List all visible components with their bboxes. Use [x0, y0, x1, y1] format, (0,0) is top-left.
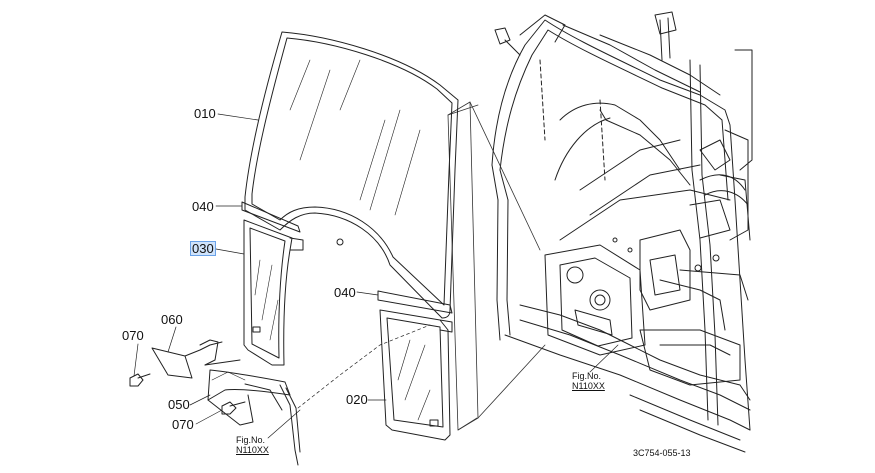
drawing-code: 3C754-055-13: [633, 448, 691, 458]
fig-ref-caption: Fig.No.: [236, 435, 266, 445]
seal-040-upper: [241, 201, 301, 233]
fig-ref-caption: Fig.No.: [572, 371, 602, 381]
fig-ref-number[interactable]: N110XX: [236, 445, 269, 455]
bolt-070-upper: [129, 373, 151, 387]
part-label-020[interactable]: 020: [346, 392, 368, 407]
lower-glass-020: [379, 309, 453, 441]
part-label-050[interactable]: 050: [168, 397, 190, 412]
part-label-010[interactable]: 010: [194, 106, 216, 121]
bracket-060: [151, 339, 241, 379]
part-label-040-lower[interactable]: 040: [334, 285, 356, 300]
door-glass-010: [244, 31, 459, 319]
bolt-070-lower: [221, 401, 246, 415]
fig-ref-number[interactable]: N110XX: [572, 381, 605, 391]
leader-lines: [133, 113, 619, 439]
part-label-040-upper[interactable]: 040: [192, 199, 214, 214]
part-label-070-lower[interactable]: 070: [172, 417, 194, 432]
seal-040-lower: [377, 290, 453, 314]
cab-frame: [491, 11, 753, 453]
side-glass-030: [243, 219, 304, 366]
fig-ref-left[interactable]: Fig.No. N110XX: [236, 435, 269, 455]
part-label-030[interactable]: 030: [190, 241, 216, 256]
bracket-050: [207, 369, 301, 466]
part-label-070-upper[interactable]: 070: [122, 328, 144, 343]
part-label-060[interactable]: 060: [161, 312, 183, 327]
fig-ref-right[interactable]: Fig.No. N110XX: [572, 371, 605, 391]
callout-box: [447, 101, 479, 431]
